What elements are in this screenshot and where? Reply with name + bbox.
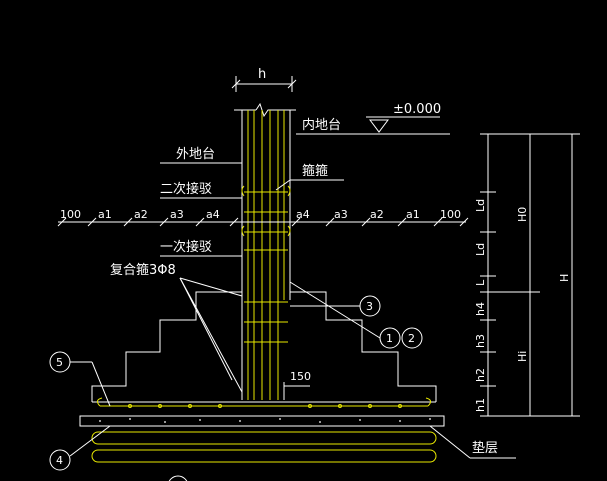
callout-2-circle	[401, 327, 423, 349]
offset-dimension-line: 100 a1 a2 a3 a4 a4 a3 a2 a1 100	[57, 208, 469, 227]
callout-2: 2	[408, 332, 415, 345]
label-tie-bar: 箍箍	[302, 163, 328, 179]
stepped-foundation	[91, 291, 437, 403]
vdim-l: L	[474, 279, 487, 286]
label-cushion: 垫层	[472, 440, 498, 456]
vdim-h0: H0	[516, 207, 529, 222]
callout-5: 5	[56, 356, 63, 369]
label-inner-ground: 内地台	[302, 117, 341, 133]
top-dim-label: h	[258, 67, 266, 82]
foundation-rebars	[96, 397, 432, 408]
vdim-h2: h2	[474, 368, 487, 382]
label-first-splice: 一次接驳	[160, 239, 212, 255]
vdim-h: H	[558, 274, 571, 282]
right-offset-4: 100	[440, 208, 461, 221]
callout-4: 4	[56, 454, 63, 467]
vdim-ld-1: Ld	[474, 199, 487, 212]
left-offset-4: a4	[206, 208, 220, 221]
callout-4-circle	[49, 449, 71, 471]
right-offset-1: a3	[334, 208, 348, 221]
vdim-h1: h1	[474, 398, 487, 412]
right-labels: 内地台 箍箍	[275, 117, 344, 191]
left-offset-0: 100	[60, 208, 81, 221]
right-offset-0: a4	[296, 208, 310, 221]
left-offset-2: a2	[134, 208, 148, 221]
cushion-layer: 垫层	[79, 415, 516, 463]
left-labels: 外地台 二次接驳 一次接驳 复合箍3Φ8	[110, 147, 243, 393]
vertical-dimensions: Ld Ld L h4 h3 h2 h1 H0 H Hi	[474, 133, 580, 417]
callouts: 5 3 1 2 4	[49, 281, 423, 481]
elevation-marker: ±0.000	[296, 102, 450, 135]
callout-1: 1	[386, 332, 393, 345]
right-offset-3: a1	[406, 208, 420, 221]
label-second-splice: 二次接驳	[160, 181, 212, 197]
vdim-h3: h3	[474, 334, 487, 348]
left-offset-3: a3	[170, 208, 184, 221]
vdim-h4: h4	[474, 302, 487, 316]
top-dimension: h	[231, 67, 297, 92]
callout-3: 3	[366, 300, 373, 313]
left-offset-1: a1	[98, 208, 112, 221]
vdim-hi: Hi	[516, 351, 529, 362]
column-rebars	[241, 110, 291, 400]
right-offset-2: a2	[370, 208, 384, 221]
elevation-label: ±0.000	[393, 102, 441, 117]
bottom-dimension: 150	[283, 370, 311, 400]
vdim-ld-2: Ld	[474, 243, 487, 256]
column	[234, 102, 296, 400]
label-composite-stirrup: 复合箍3Φ8	[110, 262, 176, 278]
label-outer-ground: 外地台	[176, 147, 215, 162]
bottom-dim-label: 150	[290, 370, 311, 383]
